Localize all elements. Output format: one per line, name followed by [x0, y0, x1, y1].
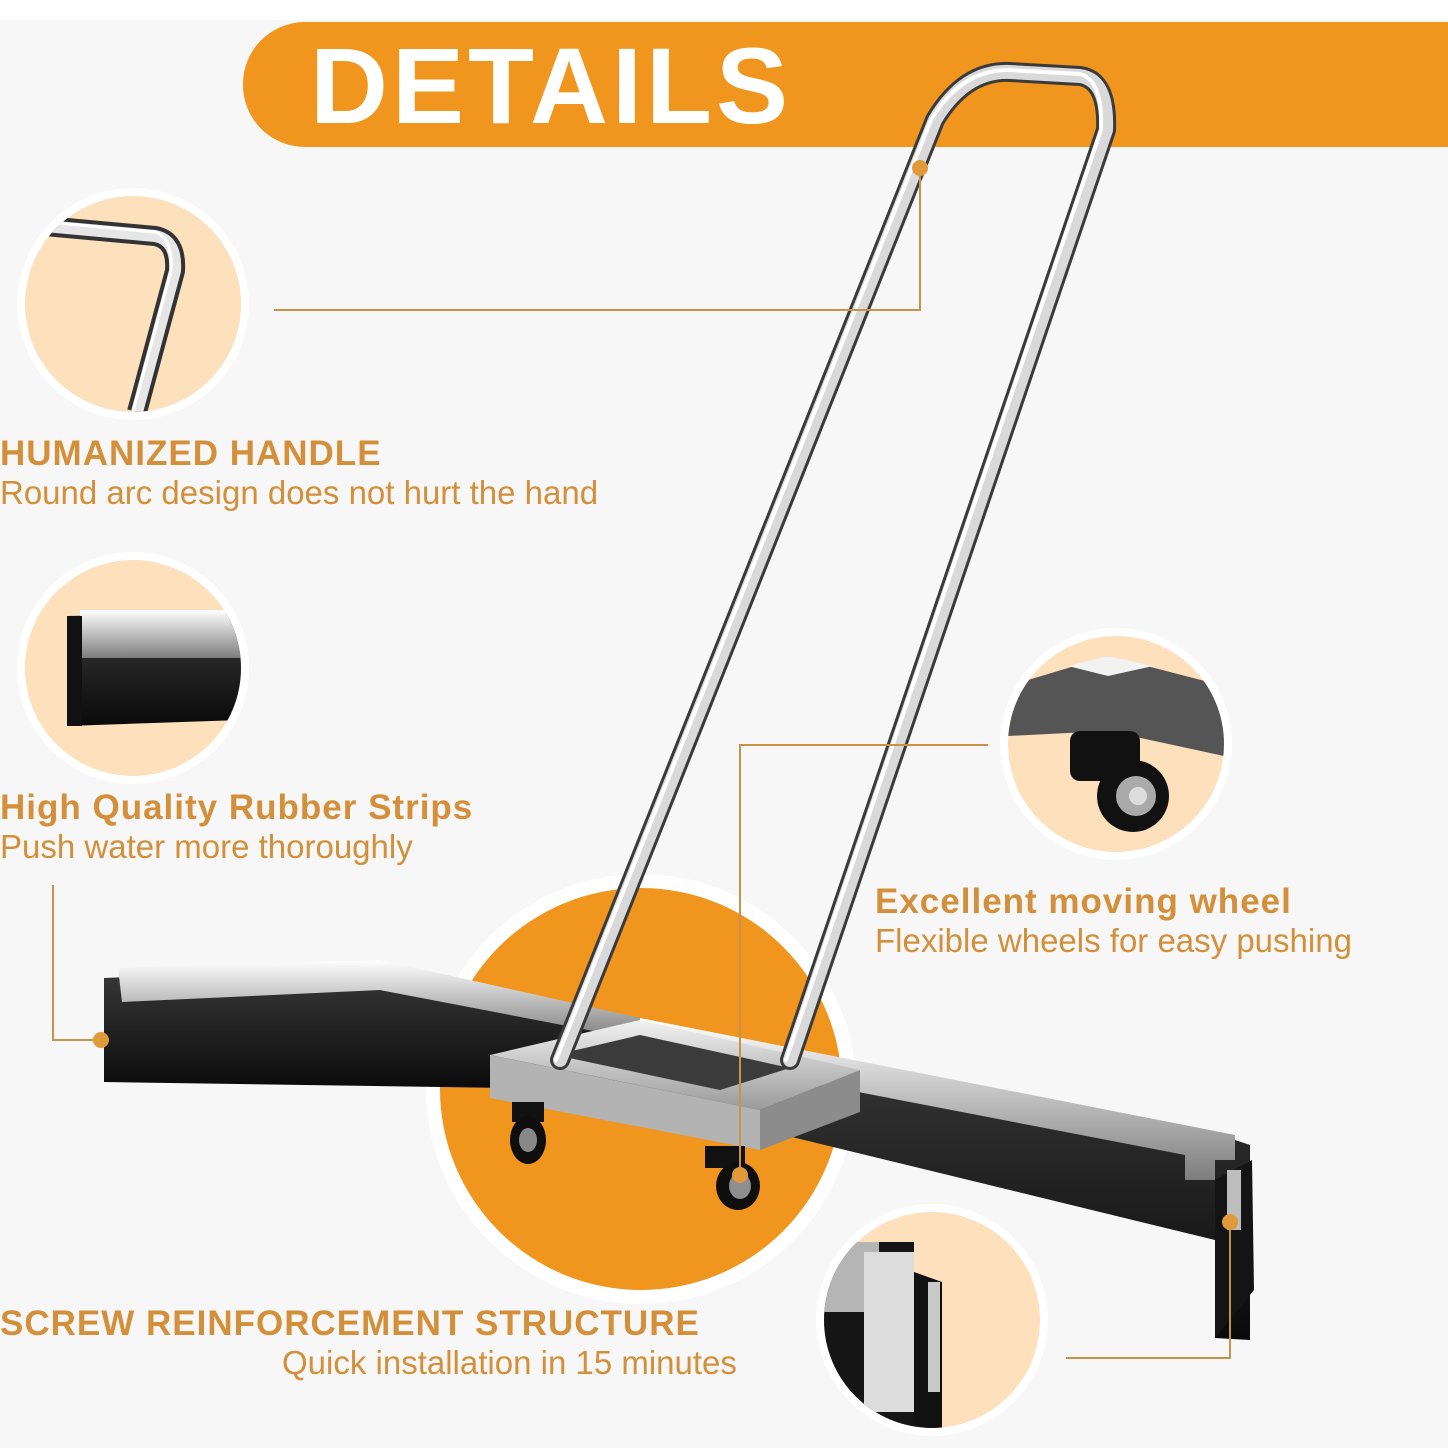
- details-banner: [243, 22, 1448, 147]
- screw-marker-dot: [1222, 1214, 1238, 1230]
- wheel-feature-subtitle: Flexible wheels for easy pushing: [875, 922, 1352, 959]
- handle-feature-subtitle: Round arc design does not hurt the hand: [0, 474, 599, 511]
- rubber-feature-subtitle: Push water more thoroughly: [0, 828, 413, 865]
- handle-feature-title: HUMANIZED HANDLE: [0, 434, 382, 473]
- screw-feature-title: SCREW REINFORCEMENT STRUCTURE: [0, 1304, 700, 1343]
- rubber-marker-dot: [93, 1032, 109, 1048]
- handle-closeup-icon: [25, 196, 241, 412]
- screw-bracket-closeup-icon: [824, 1212, 1040, 1428]
- handle-marker-dot: [912, 160, 928, 176]
- caster-wheel-closeup-icon: [1008, 636, 1224, 852]
- rubber-feature-title: High Quality Rubber Strips: [0, 788, 474, 827]
- screw-feature-subtitle: Quick installation in 15 minutes: [282, 1344, 737, 1381]
- top-margin: [0, 0, 1448, 20]
- wheel-marker-dot: [732, 1167, 748, 1183]
- wheel-feature-title: Excellent moving wheel: [875, 882, 1292, 921]
- rubber-strip-closeup-icon: [25, 560, 241, 776]
- banner-title: DETAILS: [310, 25, 792, 146]
